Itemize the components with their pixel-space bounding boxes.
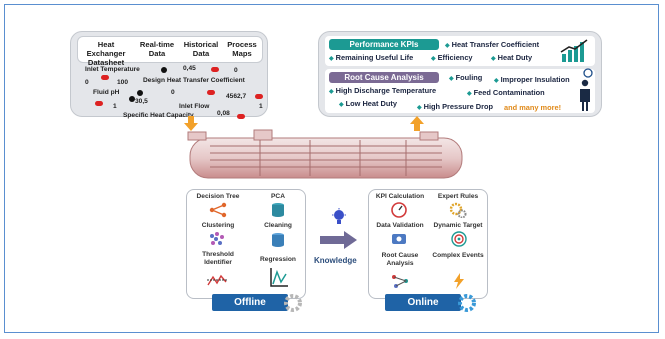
up-arrow-icon [410,116,424,131]
data-chip-icon [207,90,215,95]
value-0c: 0 [171,89,175,96]
value-1b: 1 [259,103,263,110]
decision-tree-label: Decision Tree [196,193,240,200]
decision-tree-icon [209,202,227,218]
inlet-temperature-label: Inlet Temperature [85,66,140,73]
more-label: and many more! [504,103,562,112]
target-icon [451,231,467,247]
design-coefficient-label: Design Heat Transfer Coefficient [143,77,245,84]
data-validation-icon [392,234,406,244]
value-045: 0,45 [183,65,196,72]
knowledge-arrow [320,231,357,249]
pca-label: PCA [271,193,285,200]
fluid-ph-label: Fluid pH [93,89,120,96]
header-realtime: Real-time Data [139,40,175,58]
rca-network-icon [392,275,408,288]
rca-item-discharge: ◆High Discharge Temperature [329,86,437,95]
pca-icon [272,203,284,217]
value-1a: 1 [113,103,117,110]
specific-heat-label: Specific Heat Capacity [123,112,194,119]
person-idea-icon [580,68,593,111]
online-gear-icon [458,294,476,312]
root-cause-analysis-label: Root Cause Analysis [381,252,419,267]
online-bar: Online [385,294,461,311]
heat-exchanger-illustration [187,129,463,179]
data-sources-bubble: Heat Exchanger Datasheet Real-time Data … [70,31,268,119]
lightbulb-icon [332,208,346,224]
data-chip-icon [255,94,263,99]
data-sources-header [77,36,263,63]
threshold-icon [207,274,227,286]
performance-kpis-title: Performance KPIs [329,39,439,50]
value-45627: 4562,7 [226,93,247,100]
lightning-icon [454,273,464,289]
header-historical: Historical Data [183,40,219,58]
clustering-icon [210,232,224,245]
gears-icon [449,202,467,218]
header-process-maps: Process Maps [227,40,257,58]
rca-item-pressure: ◆High Pressure Drop [417,102,494,111]
kpi-item-efficiency: ◆Efficiency [431,53,473,62]
down-arrow-icon [184,116,198,131]
value-100: 100 [117,79,129,86]
results-bubble: Performance KPIs ◆Heat Transfer Coeffici… [318,31,602,117]
data-validation-label: Data Validation [376,222,424,229]
rca-item-fouling: ◆Fouling [449,73,483,82]
data-chip-icon [95,101,103,106]
data-point-icon [161,67,167,73]
data-point-icon [137,90,143,96]
cleaning-icon [272,233,284,247]
online-panel: KPI Calculation Expert Rules Data Valida… [368,189,488,299]
cleaning-label: Cleaning [264,222,292,229]
inlet-flow-label: Inlet Flow [179,103,210,110]
knowledge-label: Knowledge [314,256,357,265]
value-0b: 0 [85,79,89,86]
kpi-item-heat-duty: ◆Heat Duty [491,53,533,62]
header-datasheet: Heat Exchanger Datasheet [86,40,126,67]
data-chip-icon [211,67,219,72]
data-chip-icon [101,75,109,80]
bar-chart-icon [560,39,588,62]
gauge-icon [391,202,407,218]
root-cause-title: Root Cause Analysis [329,72,439,83]
value-305: 30,5 [135,98,148,105]
dynamic-target-label: Dynamic Target [433,222,483,229]
kpi-calculation-label: KPI Calculation [375,193,425,200]
regression-icon [270,268,288,287]
rca-item-contamination: ◆Feed Contamination [467,88,545,97]
regression-label: Regression [260,256,296,263]
data-point-icon [129,96,135,102]
expert-rules-label: Expert Rules [437,193,479,200]
value-008: 0,08 [217,110,230,117]
value-0a: 0 [234,67,238,74]
offline-panel: Decision Tree PCA Clustering Cleaning Th… [186,189,306,299]
kpi-item-rul: ◆Remaining Useful Life [329,53,414,62]
rca-item-insulation: ◆Improper Insulation [494,75,570,84]
data-chip-icon [237,114,245,119]
threshold-identifier-label: Threshold Identifier [202,251,234,266]
complex-events-label: Complex Events [432,252,484,259]
rca-item-low-duty: ◆Low Heat Duty [339,99,397,108]
offline-gear-icon [284,294,302,312]
offline-bar: Offline [212,294,288,311]
kpi-item-heat-transfer: ◆Heat Transfer Coefficient [445,40,540,49]
clustering-label: Clustering [201,222,235,229]
